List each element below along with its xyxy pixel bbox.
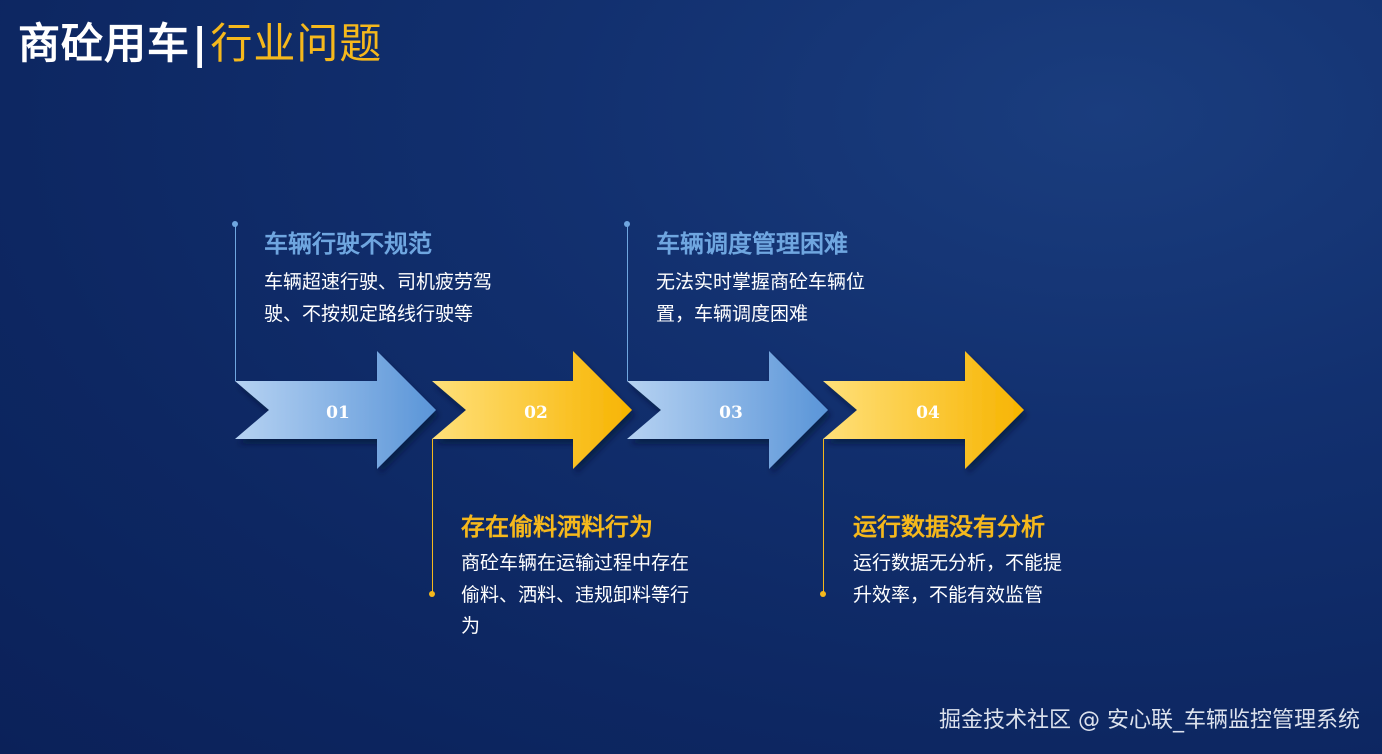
page-title-main: 商砼用车: [18, 19, 191, 68]
connector-dot-2: [429, 591, 435, 597]
step-desc-4: 运行数据无分析，不能提升效率，不能有效监管: [853, 552, 1063, 606]
step-title-4: 运行数据没有分析: [853, 512, 1045, 541]
step-number-1: 01: [326, 403, 350, 423]
connector-line-2: [432, 439, 433, 594]
step-arrow-3: [627, 351, 828, 469]
step-arrow-4: [823, 351, 1024, 469]
step-number-3: 03: [719, 403, 743, 423]
step-title-2: 存在偷料洒料行为: [461, 512, 653, 541]
page-title: 商砼用车|行业问题: [18, 14, 382, 74]
step-number-2: 02: [524, 403, 548, 423]
connector-line-3: [627, 224, 628, 381]
step-title-1: 车辆行驶不规范: [264, 229, 432, 258]
step-desc-1: 车辆超速行驶、司机疲劳驾驶、不按规定路线行驶等: [264, 271, 493, 325]
watermark: 掘金技术社区 @ 安心联_车辆监控管理系统: [939, 708, 1360, 733]
step-desc-3: 无法实时掌握商砼车辆位置，车辆调度困难: [656, 271, 866, 325]
connector-dot-4: [820, 591, 826, 597]
connector-line-1: [235, 224, 236, 381]
title-separator: |: [192, 19, 209, 68]
step-desc-2: 商砼车辆在运输过程中存在偷料、洒料、违规卸料等行为: [461, 552, 690, 637]
step-number-4: 04: [916, 403, 940, 423]
page-title-sub: 行业问题: [210, 19, 383, 68]
connector-line-4: [823, 439, 824, 594]
step-arrow-2: [432, 351, 632, 469]
step-title-3: 车辆调度管理困难: [656, 229, 848, 258]
step-arrow-1: [235, 351, 436, 469]
